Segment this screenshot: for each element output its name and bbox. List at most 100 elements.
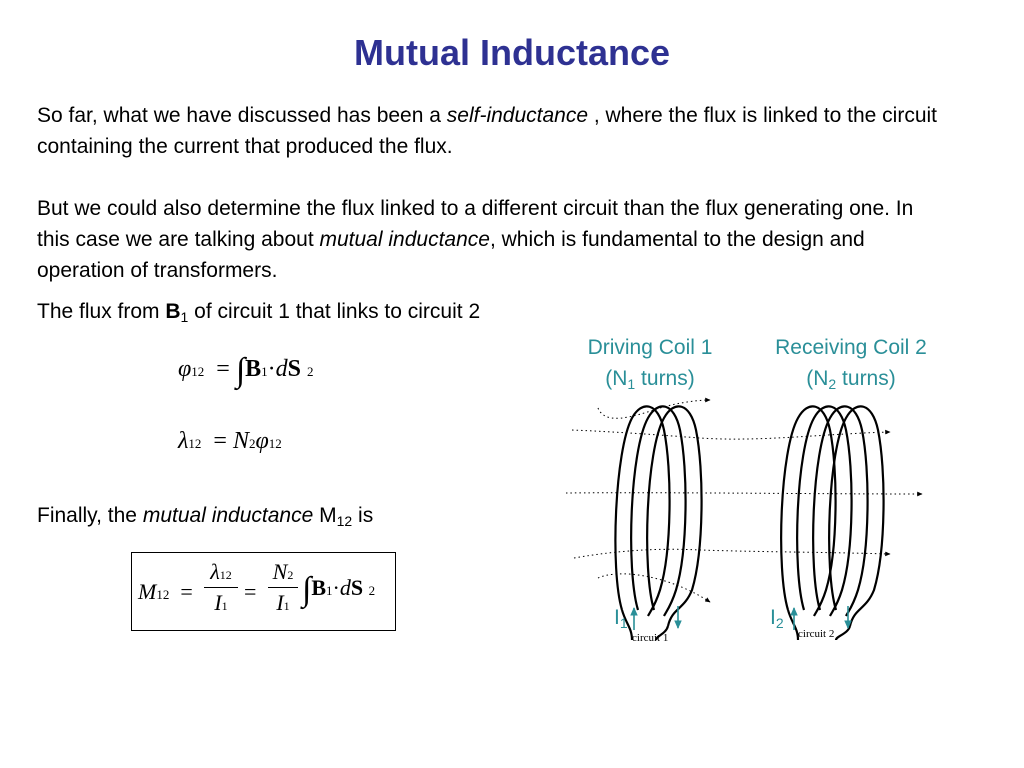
flux-text-1: The flux from: [37, 300, 166, 323]
eq3-fraction-2: N2 I1: [268, 559, 298, 616]
coil2-lead-1: [786, 609, 800, 641]
coil2-lead-2: [834, 625, 852, 641]
current-arrows: [630, 606, 852, 630]
coil1-turns-sub: 1: [627, 376, 636, 392]
coil2-turns-text: (N: [806, 367, 829, 390]
coil1-turns-after: turns): [635, 367, 695, 390]
eq2-n: N: [232, 428, 249, 454]
coil2-label: Receiving Coil 2 (N2 turns): [750, 332, 952, 394]
flux-linkage-equation: φ12 = ∫B1·dS 2: [178, 352, 314, 390]
eq3-n: N: [272, 559, 288, 584]
coil2-turns: (N2 turns): [750, 363, 952, 394]
coil2-loop-4: [828, 405, 885, 627]
intro-text-1: So far, what we have discussed has been …: [37, 104, 447, 127]
mutual-inductance-equation-box: M12 = λ12 I1 = N2 I1 ∫B1·dS 2: [131, 552, 396, 631]
circuit1-label: circuit 1: [632, 632, 669, 644]
intro-text-2: , where the flux is linked to the circui…: [37, 104, 938, 158]
current1-symbol: I: [614, 606, 620, 629]
eq3-i1: I: [214, 590, 222, 615]
eq3-m: M: [138, 579, 157, 604]
eq2-n-sub: 2: [248, 436, 256, 451]
eq1-s-sub: 2: [307, 364, 314, 379]
current2-symbol: I: [770, 606, 776, 629]
final-text-2: is: [352, 504, 374, 527]
field-line-top: [597, 397, 711, 419]
coil2-loop-1: [780, 405, 837, 617]
eq2-phi-sub: 12: [268, 436, 282, 451]
eq2-equals: =: [213, 428, 227, 454]
eq1-integral: ∫: [235, 352, 246, 389]
eq3-i1-sub: 1: [221, 599, 228, 613]
eq3-fraction-bar-2: [268, 587, 298, 588]
coil1-loop-1: [614, 405, 671, 617]
eq3-fraction-bar-1: [204, 587, 238, 588]
mutual-inductance-term: mutual inductance: [319, 228, 490, 251]
eq3-i1b-sub: 1: [283, 599, 290, 613]
eq3-lambda: λ: [210, 559, 220, 584]
coil-1: [614, 405, 703, 641]
coil1-turns-text: (N: [605, 367, 628, 390]
mutual-text-2: , which is fundamental to the design and…: [37, 228, 865, 282]
eq1-b-sub: 1: [261, 364, 268, 379]
field-line-bottom: [597, 573, 711, 603]
coil2-title: Receiving Coil 2: [775, 336, 927, 359]
self-inductance-term: self-inductance: [446, 104, 589, 127]
page-title: Mutual Inductance: [353, 32, 671, 73]
eq1-phi-sub: 12: [191, 364, 205, 379]
eq3-equals-1: =: [180, 579, 193, 604]
eq3-b: B: [311, 575, 327, 600]
flux-symbol-b: B: [165, 300, 181, 323]
eq3-dot: ·: [332, 575, 340, 600]
eq2-phi: φ: [255, 428, 269, 454]
flux-text-2: of circuit 1 that links to circuit 2: [188, 300, 481, 323]
eq2-lambda-sub: 12: [188, 436, 202, 451]
eq1-dot: ·: [267, 356, 276, 382]
final-symbol-sub: 12: [336, 513, 353, 529]
coil1-lead-1: [620, 609, 634, 641]
eq1-d: d: [275, 356, 288, 382]
eq1-equals: =: [216, 356, 230, 382]
eq3-s-sub: 2: [368, 583, 376, 598]
mutual-text-1: But we could also determine the flux lin…: [37, 197, 914, 251]
final-symbol-m: M: [313, 504, 337, 527]
eq1-b: B: [245, 356, 262, 382]
current2-sub: 2: [775, 615, 784, 631]
coil1-lead-2: [654, 625, 670, 641]
final-term: mutual inductance: [142, 504, 314, 527]
coil2-loop-3: [812, 405, 869, 617]
eq3-b-sub: 1: [326, 583, 333, 598]
eq3-n-sub: 2: [287, 568, 294, 582]
eq3-equals-2: =: [244, 579, 257, 604]
current1-label: I1: [614, 606, 628, 630]
circuit2-label: circuit 2: [798, 628, 835, 640]
coil1-turns: (N1 turns): [560, 363, 740, 394]
eq3-lhs: M12 =: [138, 579, 193, 605]
eq3-i1b: I: [276, 590, 284, 615]
eq2-lambda: λ: [178, 428, 189, 454]
eq3-s: S: [350, 575, 364, 600]
field-line-lower: [573, 548, 891, 559]
flux-statement: The flux from B1 of circuit 1 that links…: [37, 300, 480, 324]
coil2-turns-sub: 2: [828, 376, 837, 392]
current2-label: I2: [770, 606, 784, 630]
flux-linkage-lambda-equation: λ12 = N2φ12: [178, 428, 282, 455]
eq3-m-sub: 12: [156, 587, 170, 602]
coil-2: [780, 405, 885, 641]
coil2-turns-after: turns): [836, 367, 896, 390]
eq1-phi: φ: [178, 356, 192, 382]
eq3-lambda-sub: 12: [219, 568, 232, 582]
coil1-title: Driving Coil 1: [587, 336, 713, 359]
eq3-d: d: [339, 575, 351, 600]
flux-symbol-sub: 1: [180, 309, 189, 325]
field-line-upper: [571, 429, 891, 440]
field-line-mid: [565, 491, 923, 497]
eq3-fraction-1: λ12 I1: [204, 559, 238, 616]
coil1-label: Driving Coil 1 (N1 turns): [560, 332, 740, 394]
mutual-inductance-paragraph: But we could also determine the flux lin…: [37, 193, 937, 286]
eq3-integral-term: ∫B1·dS 2: [302, 571, 375, 609]
self-inductance-paragraph: So far, what we have discussed has been …: [37, 100, 937, 162]
coil2-loop-2: [796, 405, 853, 617]
eq1-s: S: [287, 356, 302, 382]
coil1-loop-3: [646, 405, 703, 627]
coil-diagram: [565, 397, 923, 641]
